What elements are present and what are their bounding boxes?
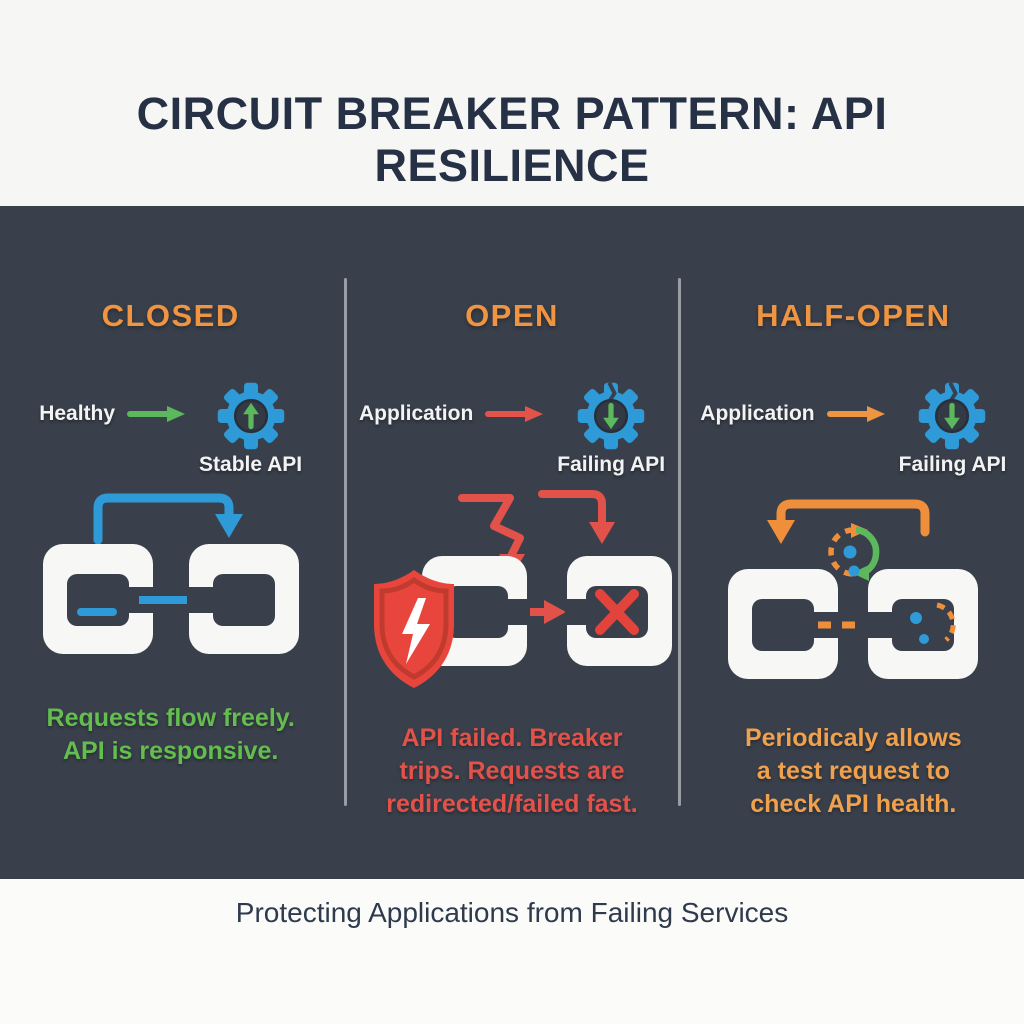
half-open-state-column: HALF-OPEN Application	[683, 206, 1024, 879]
chain-link-left-icon	[728, 569, 841, 679]
open-flow-diagram	[373, 490, 672, 688]
open-state-column: OPEN Application	[341, 206, 682, 879]
half-open-flow-diagram	[728, 499, 979, 679]
closed-flow-diagram	[42, 493, 299, 654]
red-arrow-icon	[485, 406, 544, 422]
states-panel: CLOSED Healthy	[0, 206, 1024, 879]
closed-actor-label: Healthy	[39, 402, 116, 425]
down-arrow-icon	[944, 402, 961, 430]
stable-api-gear-icon	[217, 382, 284, 450]
chain-link-right-icon	[186, 544, 299, 654]
lightning-bolt-icon	[401, 598, 430, 664]
half-open-gear-stack: Failing API	[898, 381, 1007, 477]
closed-api-label: Stable API	[199, 453, 303, 476]
probe-dots-icon	[910, 602, 957, 644]
half-open-actor-row: Application	[700, 358, 1006, 476]
closed-heading: CLOSED	[101, 298, 240, 333]
down-arrow-icon	[603, 402, 620, 430]
page-title-line-1: CIRCUIT BREAKER PATTERN: API	[136, 88, 888, 139]
green-arrow-icon	[127, 406, 186, 422]
open-actor-label: Application	[358, 402, 474, 425]
breaker-shield-icon	[373, 570, 454, 688]
closed-state-column: CLOSED Healthy	[0, 206, 341, 879]
closed-description: Requests flow freely. API is responsive.	[46, 704, 295, 765]
page-title: CIRCUIT BREAKER PATTERN: API RESILIENCE	[137, 88, 888, 192]
closed-actor-row: Healthy	[39, 358, 302, 476]
chain-link-left-icon	[42, 544, 155, 654]
footer-caption: Protecting Applications from Failing Ser…	[235, 897, 789, 928]
open-description: API failed. Breaker trips. Requests are …	[386, 724, 638, 818]
page-title-line-2: RESILIENCE	[374, 140, 650, 191]
open-gear-stack: Failing API	[557, 381, 665, 477]
chain-link-right-icon	[866, 569, 979, 679]
column-divider-right	[678, 278, 681, 806]
up-arrow-icon	[242, 402, 259, 430]
open-actor-row: Application	[358, 358, 665, 476]
open-api-label: Failing API	[557, 453, 666, 476]
half-open-heading: HALF-OPEN	[756, 298, 951, 333]
footer: Protecting Applications from Failing Ser…	[0, 879, 1024, 1024]
retry-sync-icon	[828, 523, 880, 581]
closed-gear-stack: Stable API	[199, 381, 302, 477]
failing-api-gear-icon	[919, 381, 986, 450]
failed-x-icon	[594, 589, 639, 635]
half-open-description: Periodicaly allows a test request to che…	[744, 724, 962, 818]
blue-reroute-arrow-icon	[93, 493, 243, 545]
chain-link-right-icon	[564, 556, 672, 666]
header: CIRCUIT BREAKER PATTERN: API RESILIENCE	[0, 0, 1024, 206]
failing-api-gear-icon	[577, 381, 645, 450]
column-divider-left	[344, 278, 347, 806]
red-reroute-arrow-icon	[537, 490, 615, 544]
half-open-actor-label: Application	[700, 402, 815, 425]
orange-reroute-arrow-icon	[767, 499, 930, 544]
orange-arrow-icon	[826, 406, 885, 422]
open-heading: OPEN	[465, 298, 559, 333]
red-fail-arrow-icon	[529, 600, 566, 624]
half-open-api-label: Failing API	[898, 453, 1007, 476]
